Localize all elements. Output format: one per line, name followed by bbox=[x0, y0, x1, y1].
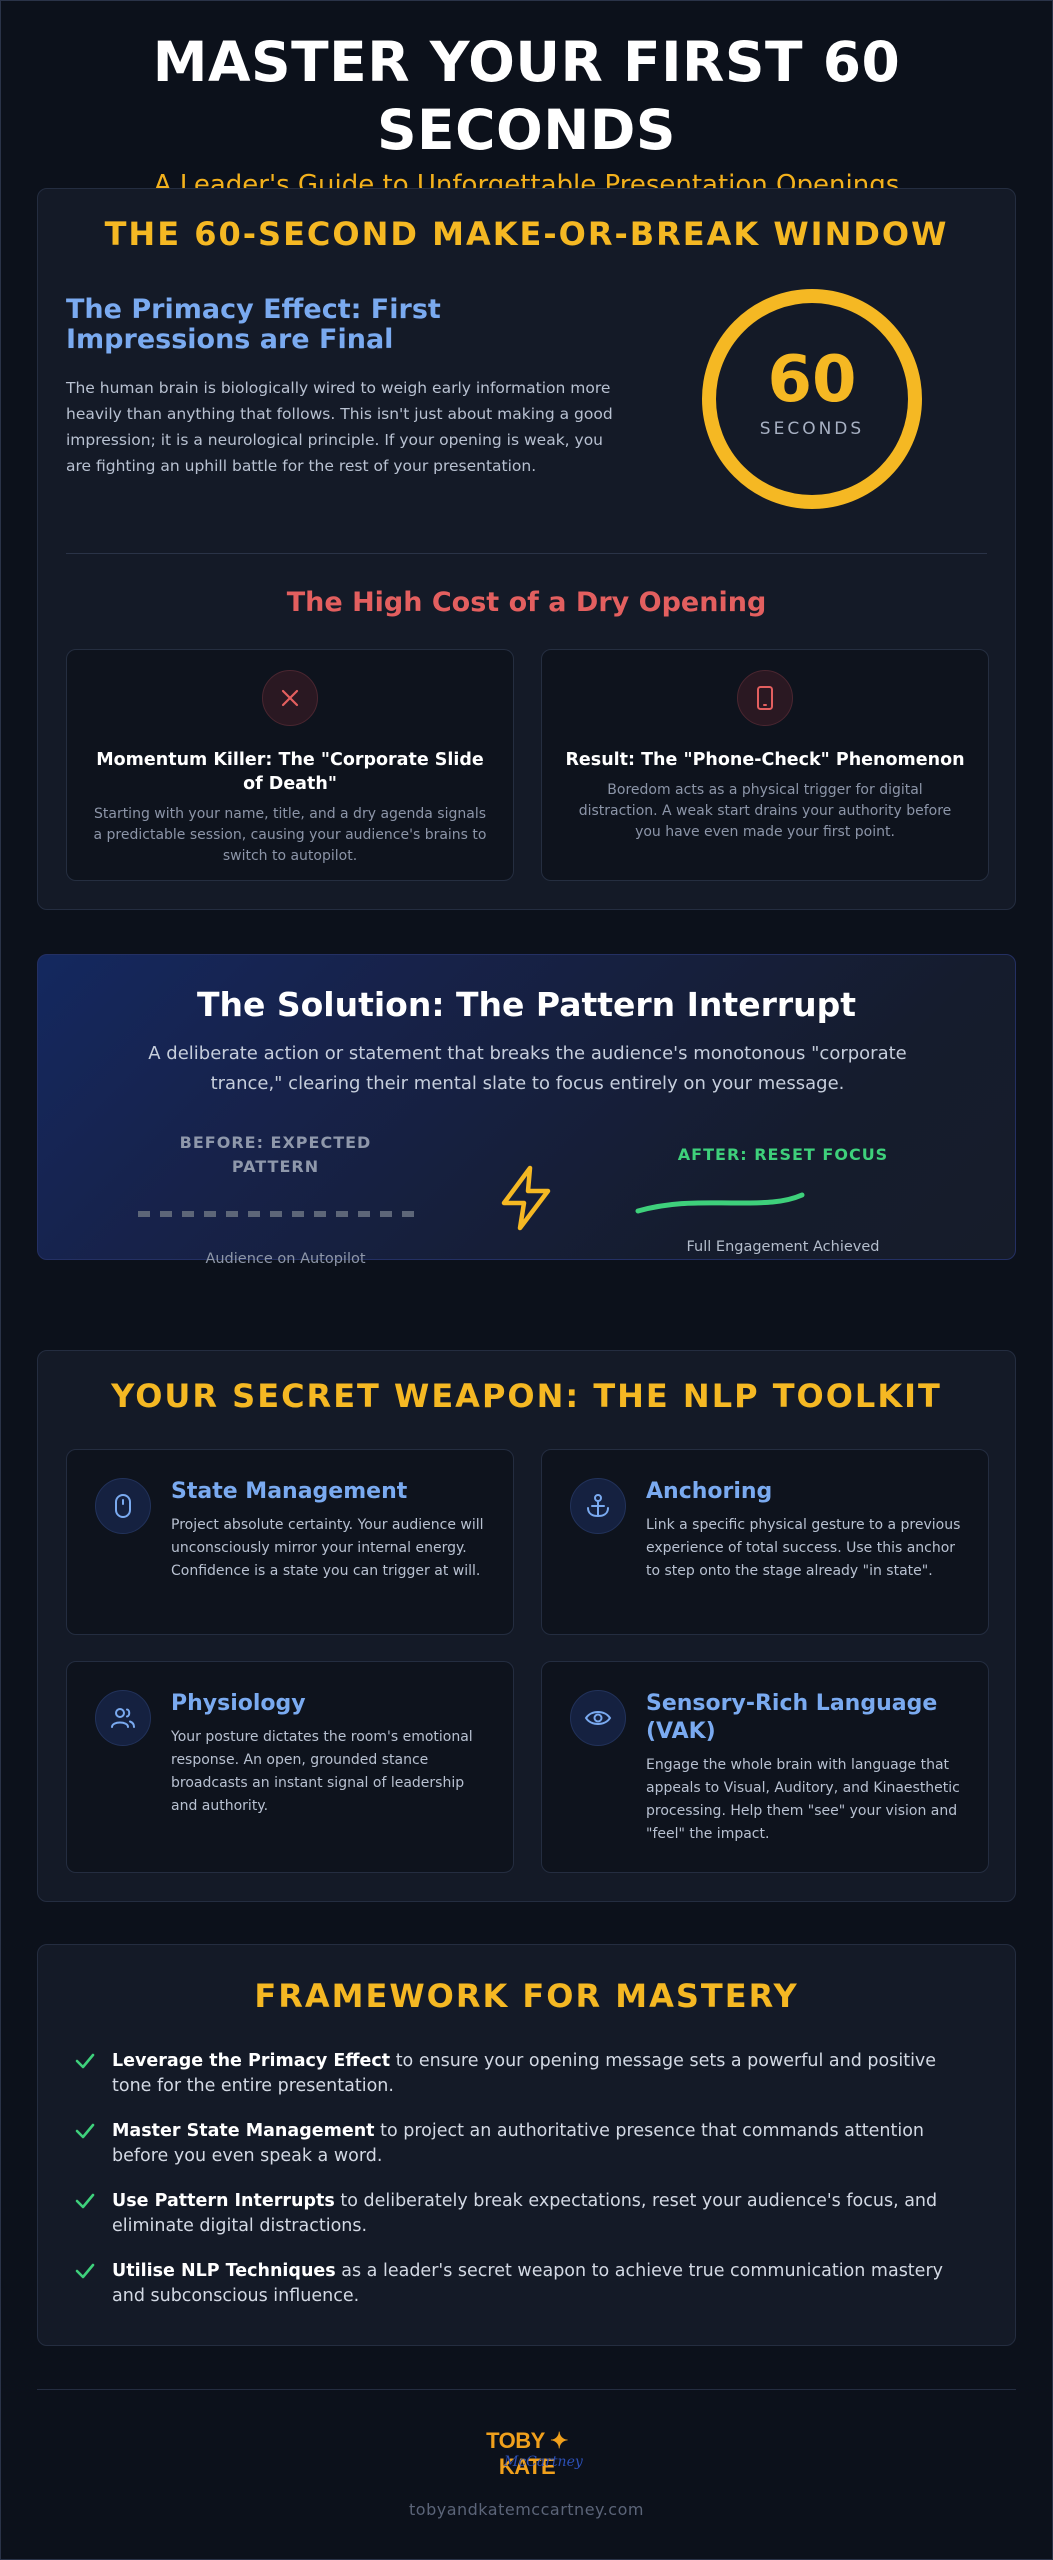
pattern-interrupt-section: The Solution: The Pattern Interrupt A de… bbox=[37, 954, 1016, 1267]
anchor-icon bbox=[570, 1478, 626, 1534]
x-icon bbox=[262, 670, 318, 726]
item-bold: Use Pattern Interrupts bbox=[112, 2191, 335, 2211]
tool-card-physiology: Physiology Your posture dictates the roo… bbox=[66, 1661, 514, 1873]
framework-section: FRAMEWORK FOR MASTERY Leverage the Prima… bbox=[37, 1944, 1016, 2346]
after-label: AFTER: RESET FOCUS bbox=[677, 1145, 889, 1164]
tool-card-state-management: State Management Project absolute certai… bbox=[66, 1449, 514, 1635]
expected-pattern-dashes bbox=[138, 1211, 418, 1217]
logo-text: TOBY ✦ KATE bbox=[486, 2428, 568, 2479]
tool-text: Project absolute certainty. Your audienc… bbox=[171, 1517, 484, 1579]
cost-title: Momentum Killer: The "Corporate Slide of… bbox=[96, 750, 484, 794]
make-or-break-section: THE 60-SECOND MAKE-OR-BREAK WINDOW The P… bbox=[37, 188, 1016, 910]
list-item: Utilise NLP Techniques as a leader's sec… bbox=[74, 2259, 974, 2329]
item-bold: Master State Management bbox=[112, 2121, 375, 2141]
list-item: Use Pattern Interrupts to deliberately b… bbox=[74, 2189, 974, 2259]
section-heading: FRAMEWORK FOR MASTERY bbox=[254, 1977, 799, 2015]
cost-heading: The High Cost of a Dry Opening bbox=[286, 587, 767, 618]
tool-text: Your posture dictates the room's emotion… bbox=[171, 1729, 473, 1814]
list-item: Master State Management to project an au… bbox=[74, 2119, 974, 2189]
ring-number: 60 bbox=[767, 343, 857, 417]
primacy-text: The human brain is biologically wired to… bbox=[66, 379, 613, 475]
ring-label: SECONDS bbox=[759, 419, 865, 439]
check-icon bbox=[75, 2123, 95, 2139]
tool-title: State Management bbox=[171, 1479, 408, 1504]
framework-list: Leverage the Primacy Effect to ensure yo… bbox=[74, 2049, 974, 2329]
engagement-wave bbox=[634, 1183, 814, 1227]
logo-signature: McCartney bbox=[504, 2454, 583, 2470]
solution-text: A deliberate action or statement that br… bbox=[148, 1043, 907, 1094]
cost-text: Starting with your name, title, and a dr… bbox=[93, 806, 487, 864]
after-caption: Full Engagement Achieved bbox=[686, 1239, 880, 1255]
tool-text: Engage the whole brain with language tha… bbox=[646, 1757, 960, 1842]
check-icon bbox=[75, 2193, 95, 2209]
section-heading: THE 60-SECOND MAKE-OR-BREAK WINDOW bbox=[104, 215, 949, 253]
item-bold: Leverage the Primacy Effect bbox=[112, 2051, 391, 2071]
primacy-title: The Primacy Effect: First Impressions ar… bbox=[66, 294, 441, 355]
solution-title: The Solution: The Pattern Interrupt bbox=[196, 985, 857, 1024]
check-icon bbox=[75, 2263, 95, 2279]
before-caption: Audience on Autopilot bbox=[205, 1251, 366, 1267]
tool-title: Sensory-Rich Language (VAK) bbox=[646, 1691, 938, 1744]
tool-title: Anchoring bbox=[646, 1479, 773, 1504]
mouse-icon bbox=[95, 1478, 151, 1534]
item-text: to project an authoritative presence tha… bbox=[112, 2121, 924, 2166]
tool-title: Physiology bbox=[171, 1691, 306, 1716]
item-bold: Utilise NLP Techniques bbox=[112, 2261, 336, 2281]
cost-card-phone-check: Result: The "Phone-Check" Phenomenon Bor… bbox=[541, 649, 989, 881]
section-heading: YOUR SECRET WEAPON: THE NLP TOOLKIT bbox=[111, 1377, 942, 1415]
check-icon bbox=[75, 2053, 95, 2069]
page-header: MASTER YOUR FIRST 60 SECONDS A Leader's … bbox=[0, 28, 1053, 200]
cost-text: Boredom acts as a physical trigger for d… bbox=[578, 782, 952, 840]
cost-title: Result: The "Phone-Check" Phenomenon bbox=[565, 750, 965, 770]
brand-logo[interactable]: TOBY ✦ KATE McCartney bbox=[466, 2428, 588, 2484]
cost-card-momentum: Momentum Killer: The "Corporate Slide of… bbox=[66, 649, 514, 881]
footer-divider bbox=[37, 2389, 1016, 2390]
list-item: Leverage the Primacy Effect to ensure yo… bbox=[74, 2049, 974, 2119]
before-label: BEFORE: EXPECTED PATTERN bbox=[179, 1133, 372, 1176]
users-icon bbox=[95, 1690, 151, 1746]
website-link[interactable]: tobyandkatemccartney.com bbox=[409, 2500, 644, 2519]
page-title: MASTER YOUR FIRST 60 SECONDS bbox=[152, 30, 901, 162]
item-text: to deliberately break expectations, rese… bbox=[112, 2191, 938, 2236]
item-text: as a leader's secret weapon to achieve t… bbox=[112, 2261, 943, 2306]
item-text: to ensure your opening message sets a po… bbox=[112, 2051, 937, 2096]
section-divider bbox=[66, 553, 987, 554]
phone-icon bbox=[737, 670, 793, 726]
tool-text: Link a specific physical gesture to a pr… bbox=[646, 1517, 961, 1579]
lightning-bolt-icon bbox=[496, 1165, 556, 1235]
sixty-seconds-ring: 60 SECONDS bbox=[702, 289, 922, 509]
nlp-toolkit-section: YOUR SECRET WEAPON: THE NLP TOOLKIT Stat… bbox=[37, 1350, 1016, 1902]
tool-card-anchoring: Anchoring Link a specific physical gestu… bbox=[541, 1449, 989, 1635]
tool-card-sensory-language: Sensory-Rich Language (VAK) Engage the w… bbox=[541, 1661, 989, 1873]
eye-icon bbox=[570, 1690, 626, 1746]
